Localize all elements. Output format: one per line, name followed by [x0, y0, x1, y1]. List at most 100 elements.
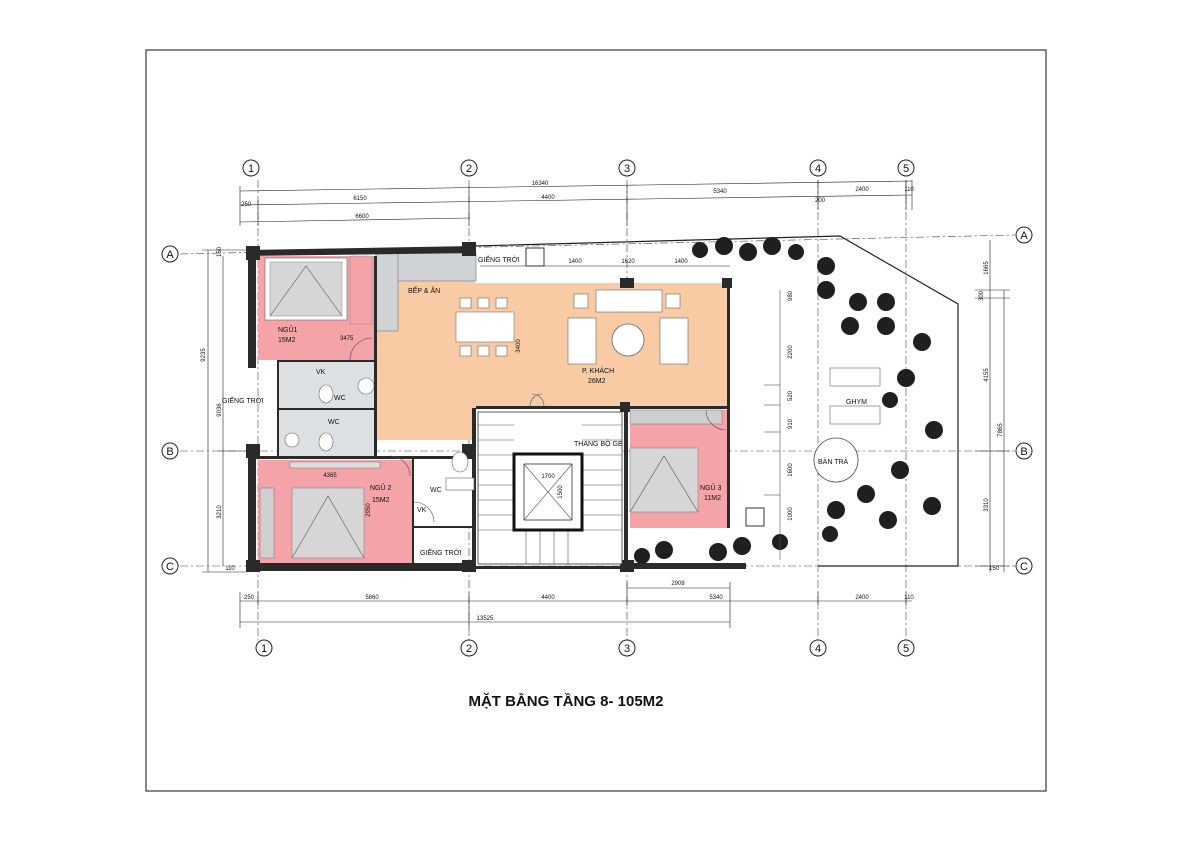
tea-name: BÀN TRÀ — [818, 457, 849, 466]
dim-top-1400a: 1400 — [568, 259, 582, 265]
dim-bedroom2-4365: 4365 — [323, 473, 337, 479]
dim-bottom-5860: 5860 — [365, 595, 379, 601]
skylight-right-box — [745, 507, 765, 527]
dim-terrace-520: 520 — [788, 390, 794, 401]
bedroom3-name: NGỦ 3 — [700, 483, 722, 492]
axis-bubble-4-top: 4 — [809, 159, 827, 177]
sofa-set — [567, 289, 689, 365]
dim-top-250: 250 — [241, 202, 252, 208]
dimension-lines-bottom — [239, 582, 912, 628]
living-name: P. KHÁCH — [582, 366, 614, 375]
dim-bottom-250: 250 — [244, 595, 255, 601]
dim-elevator-1700: 1700 — [541, 474, 555, 480]
dim-top-1400b: 1400 — [674, 259, 688, 265]
bedroom2-name: NGỦ 2 — [370, 483, 392, 492]
bedroom3-area: 11M2 — [704, 495, 721, 502]
dim-terrace-1600: 1600 — [788, 463, 794, 477]
plants — [634, 237, 943, 564]
axis-bubble-3-bottom: 3 — [618, 639, 636, 657]
dim-right-7865: 7865 — [998, 423, 1004, 437]
skylight-left-name: GIẾNG TRỜI — [222, 395, 264, 405]
dim-left-150: 150 — [217, 246, 223, 257]
dimension-lines-right — [975, 240, 1010, 572]
svg-text:B: B — [166, 446, 173, 458]
svg-text:B: B — [1020, 446, 1027, 458]
dim-left-9235: 9235 — [201, 348, 207, 362]
axis-bubble-C-left: C — [161, 557, 179, 575]
axis-bubble-3-top: 3 — [618, 159, 636, 177]
dining-table — [455, 297, 515, 357]
dim-top-6150: 6150 — [353, 196, 367, 202]
skylight-top-box — [525, 247, 545, 267]
dim-top-1620: 1620 — [621, 259, 635, 265]
svg-text:2: 2 — [466, 163, 472, 175]
svg-text:C: C — [166, 561, 174, 573]
skylight-top-name: GIẾNG TRỜI — [478, 254, 520, 264]
axis-bubble-C-right: C — [1015, 557, 1033, 575]
svg-text:C: C — [1020, 561, 1028, 573]
living-area: 26M2 — [588, 378, 606, 385]
axis-bubble-A-right: A — [1015, 226, 1033, 244]
bedroom2-area: 15M2 — [372, 497, 390, 504]
dimension-lines-left — [202, 249, 246, 573]
wc2-name: WC — [328, 419, 340, 426]
stair-name: THANG BỘ GE — [574, 439, 623, 448]
svg-text:5: 5 — [903, 163, 909, 175]
staircase — [477, 411, 623, 565]
axis-bubble-2-bottom: 2 — [460, 639, 478, 657]
dim-top-200: 200 — [815, 198, 826, 204]
svg-text:2: 2 — [466, 643, 472, 655]
dim-right-300: 300 — [979, 290, 985, 301]
axis-bubble-1-top: 1 — [242, 159, 260, 177]
axis-bubble-A-left: A — [161, 245, 179, 263]
dim-terrace-980: 980 — [788, 290, 794, 301]
axis-bubble-2-top: 2 — [460, 159, 478, 177]
dim-bottom-2400: 2400 — [855, 595, 869, 601]
svg-text:1: 1 — [248, 163, 254, 175]
svg-text:A: A — [1020, 230, 1028, 242]
dim-right-4155: 4155 — [984, 368, 990, 382]
dim-terrace-910: 910 — [788, 418, 794, 429]
dim-right-3310: 3310 — [984, 498, 990, 512]
axis-bubble-1-bottom: 1 — [255, 639, 273, 657]
sheet-border — [145, 49, 1047, 792]
drawing-title: MẶT BẰNG TẦNG 8- 105M2 — [468, 692, 663, 710]
svg-text:5: 5 — [903, 643, 909, 655]
dim-elevator-1500: 1500 — [558, 485, 564, 499]
gym-name: GHYM — [846, 399, 867, 406]
dimension-lines-top — [239, 180, 913, 267]
dim-bottom-total: 13525 — [477, 616, 494, 622]
svg-text:4: 4 — [815, 163, 821, 175]
dim-terrace-1000: 1000 — [788, 507, 794, 521]
dim-bottom-2908: 2908 — [671, 581, 685, 587]
bed-1 — [264, 255, 373, 325]
dim-top-5340: 5340 — [713, 189, 727, 195]
dim-top-110: 110 — [904, 187, 914, 193]
svg-text:A: A — [166, 249, 174, 261]
vk1-name: VK — [316, 369, 326, 376]
dim-terrace-2200: 2200 — [788, 345, 794, 359]
svg-text:4: 4 — [815, 643, 821, 655]
svg-text:1: 1 — [261, 643, 267, 655]
tea-table-area — [525, 247, 881, 527]
dim-bottom-4400: 4400 — [541, 595, 555, 601]
wc1-name: WC — [334, 395, 346, 402]
axis-bubble-5-bottom: 5 — [897, 639, 915, 657]
wardrobe-3 — [629, 409, 723, 425]
vk2-name: VK — [417, 507, 427, 514]
dim-left-110: 110 — [225, 566, 235, 572]
bedroom1-name: NGỦ1 — [278, 325, 298, 334]
svg-text:3: 3 — [624, 163, 630, 175]
toilets — [284, 377, 475, 491]
kitchen-name: BẾP & ĂN — [408, 285, 440, 295]
dim-left-3210: 3210 — [217, 505, 223, 519]
dim-left-9036: 9036 — [217, 403, 223, 417]
dim-living-3400: 3400 — [516, 339, 522, 353]
bed-3 — [629, 409, 723, 513]
svg-text:3: 3 — [624, 643, 630, 655]
dim-right-150: 150 — [989, 566, 1000, 572]
coffee-table — [611, 323, 645, 357]
axis-bubble-B-right: B — [1015, 442, 1033, 460]
axis-bubble-B-left: B — [161, 442, 179, 460]
